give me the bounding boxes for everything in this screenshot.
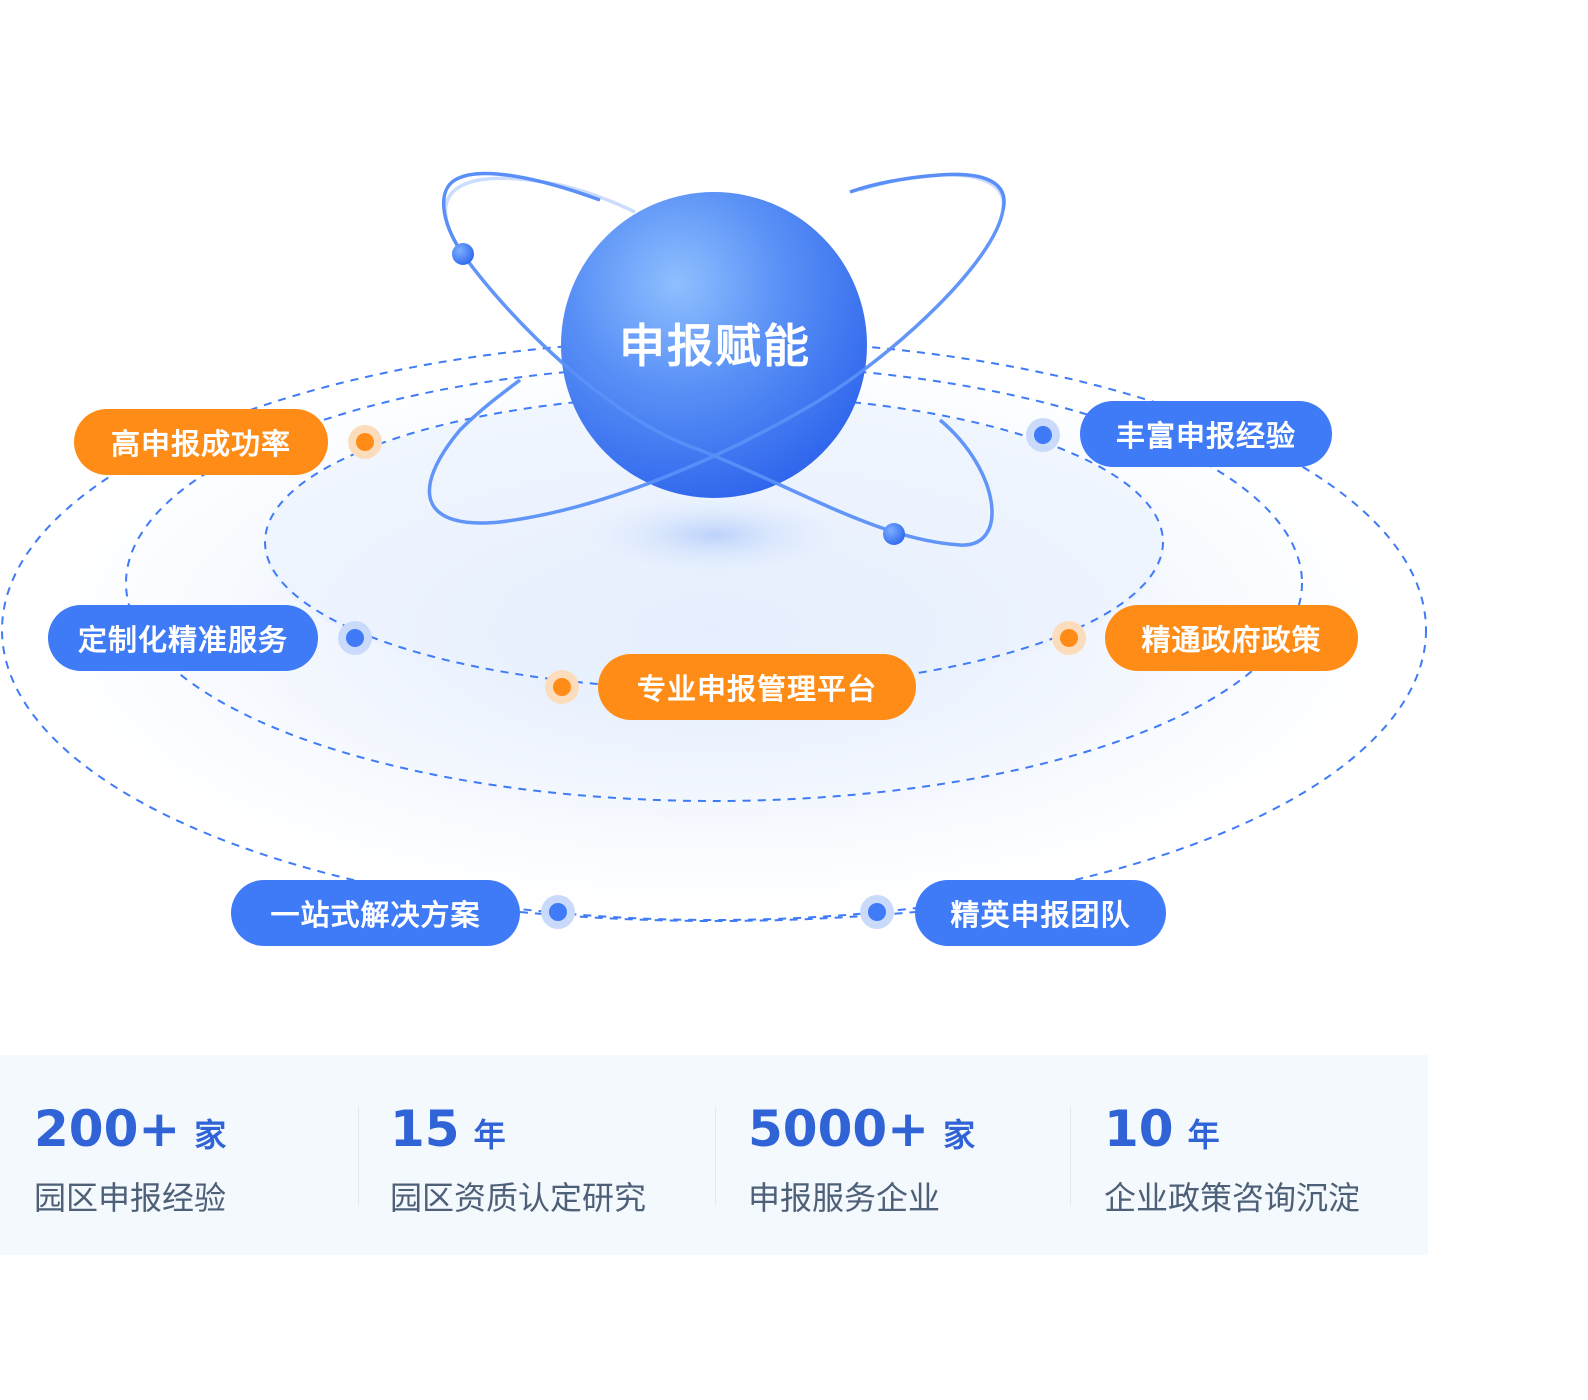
node-dot-high-success-rate [348,425,382,459]
node-one-stop-solution: 一站式解决方案 [231,880,520,946]
stat-value: 10 [1104,1100,1174,1158]
stat-label: 企业政策咨询沉淀 [1104,1179,1361,1217]
stats-panel: 200+ 家 园区申报经验 15 年 园区资质认定研究 5000+ 家 申报服务… [0,1055,1428,1255]
node-policy-expertise: 精通政府政策 [1105,605,1358,671]
stat-label: 园区申报经验 [34,1179,227,1217]
stat-value: 200+ [34,1100,181,1158]
stat-unit: 家 [194,1116,227,1154]
stat-value: 5000+ [748,1100,930,1158]
node-rich-experience: 丰富申报经验 [1080,401,1332,467]
node-elite-team: 精英申报团队 [915,880,1166,946]
electron-dot-bottom-right [883,523,905,545]
stat-divider [358,1107,359,1205]
stat-unit: 年 [1187,1116,1220,1154]
atom-orbit-2-top [849,172,1006,211]
orbit-diagram-svg [0,171,1428,929]
node-customized-service: 定制化精准服务 [48,605,318,671]
stat-divider [715,1107,716,1205]
atom-orbit-1-front [460,251,994,547]
stat-unit: 年 [473,1116,506,1154]
atom-orbit-2 [859,173,1006,211]
node-dot-one-stop-solution [541,895,575,929]
node-dot-management-platform [545,670,579,704]
electron-dot-top-left [452,243,474,265]
stat-value: 15 [390,1100,460,1158]
stat-label: 申报服务企业 [748,1179,941,1217]
node-dot-policy-expertise [1052,621,1086,655]
node-high-success-rate: 高申报成功率 [74,409,328,475]
center-title: 申报赋能 [619,319,811,373]
stat-label: 园区资质认定研究 [390,1179,647,1217]
node-dot-customized-service [338,621,372,655]
stat-unit: 家 [943,1116,976,1154]
node-dot-rich-experience [1026,418,1060,452]
node-management-platform: 专业申报管理平台 [598,654,916,720]
atom-orbit-2-front [427,209,1005,525]
node-dot-elite-team [860,895,894,929]
empowerment-diagram: 申报赋能 高申报成功率 丰富申报经验 定制化精准服务 精通政府政策 专业申报管理… [0,171,1428,946]
stat-divider [1070,1107,1071,1205]
atom-orbit-1-top [442,171,601,254]
sphere-shadow [584,495,844,575]
